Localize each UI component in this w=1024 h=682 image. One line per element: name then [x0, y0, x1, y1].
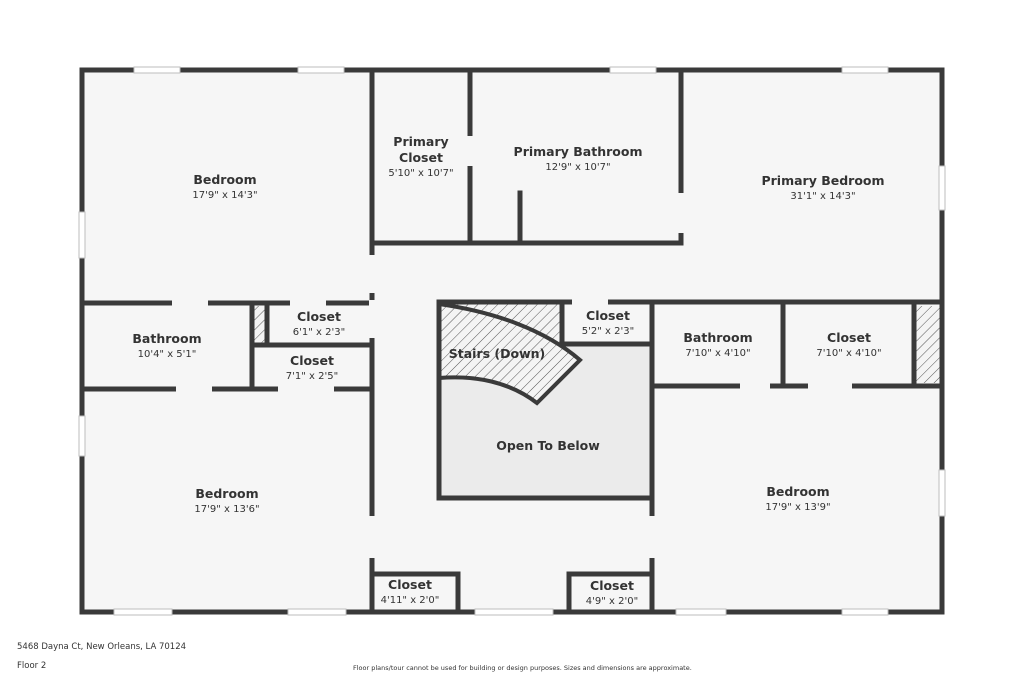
label-closet-s2: Closet — [590, 578, 634, 593]
label-primary-closet-2: Closet — [399, 150, 443, 165]
dim-bathroom-w: 10'4" x 5'1" — [138, 349, 197, 360]
label-closet-w2: Closet — [290, 353, 334, 368]
dim-closet-s2: 4'9" x 2'0" — [586, 596, 638, 607]
dim-bedroom-se: 17'9" x 13'9" — [765, 502, 830, 513]
dim-bedroom-nw: 17'9" x 14'3" — [192, 190, 257, 201]
dim-closet-c: 5'2" x 2'3" — [582, 326, 634, 337]
address-text: 5468 Dayna Ct, New Orleans, LA 70124 — [17, 642, 187, 652]
label-closet-s1: Closet — [388, 577, 432, 592]
dim-bathroom-e: 7'10" x 4'10" — [685, 348, 750, 359]
dim-primary-bedroom: 31'1" x 14'3" — [790, 191, 855, 202]
label-closet-w1: Closet — [297, 309, 341, 324]
label-primary-bedroom: Primary Bedroom — [761, 173, 884, 188]
dim-closet-w2: 7'1" x 2'5" — [286, 371, 338, 382]
label-closet-c: Closet — [586, 308, 630, 323]
label-bedroom-se: Bedroom — [766, 484, 829, 499]
shaft-east — [916, 306, 940, 383]
dim-closet-e: 7'10" x 4'10" — [816, 348, 881, 359]
stairs-outline — [438, 302, 583, 406]
disclaimer-text: Floor plans/tour cannot be used for buil… — [353, 664, 692, 672]
label-bathroom-e: Bathroom — [683, 330, 752, 345]
label-primary-closet-1: Primary — [393, 134, 448, 149]
shaft-west — [254, 306, 265, 344]
label-open-below: Open To Below — [496, 438, 600, 453]
label-primary-bathroom: Primary Bathroom — [514, 144, 643, 159]
dim-primary-closet: 5'10" x 10'7" — [388, 168, 453, 179]
dim-closet-w1: 6'1" x 2'3" — [293, 327, 345, 338]
floor-label: Floor 2 — [17, 661, 47, 671]
dim-closet-s1: 4'11" x 2'0" — [381, 595, 440, 606]
dim-primary-bathroom: 12'9" x 10'7" — [545, 162, 610, 173]
label-closet-e: Closet — [827, 330, 871, 345]
label-bathroom-w: Bathroom — [132, 331, 201, 346]
dim-bedroom-sw: 17'9" x 13'6" — [194, 504, 259, 515]
label-stairs: Stairs (Down) — [449, 346, 546, 361]
doors — [172, 136, 852, 558]
label-bedroom-sw: Bedroom — [195, 486, 258, 501]
label-bedroom-nw: Bedroom — [193, 172, 256, 187]
openings — [78, 66, 946, 616]
